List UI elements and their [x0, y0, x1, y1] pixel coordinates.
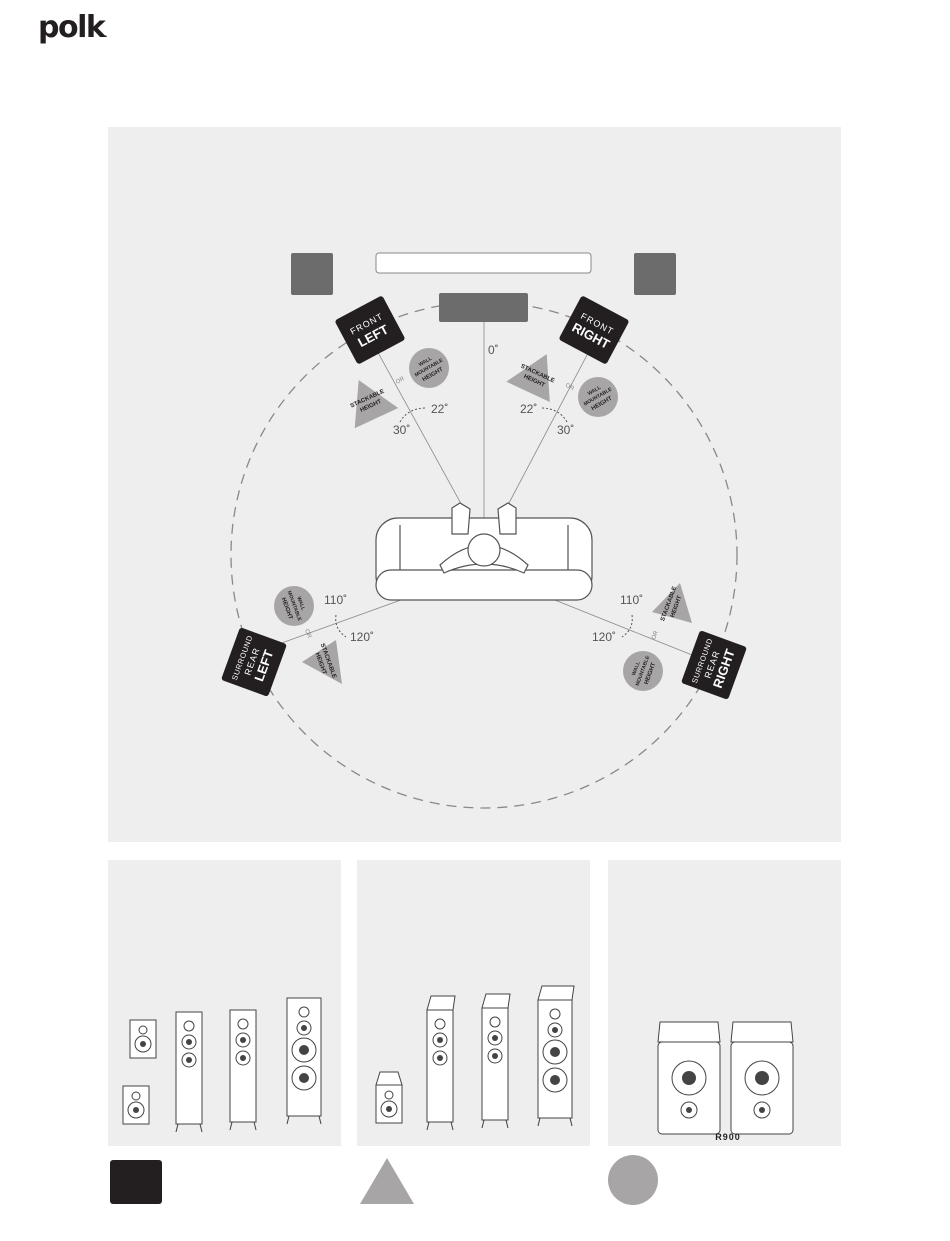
svg-text:120˚: 120˚ — [350, 630, 374, 644]
tv-screen — [376, 253, 591, 273]
svg-text:22˚: 22˚ — [431, 402, 448, 416]
svg-text:30˚: 30˚ — [557, 423, 574, 437]
rear-right-stackable-height: STACKABLE HEIGHT — [652, 583, 692, 625]
rear-left-stackable-height: STACKABLE HEIGHT — [302, 640, 342, 684]
svg-text:110˚: 110˚ — [324, 593, 347, 607]
surround-rear-right-speaker: SURROUND REAR RIGHT — [681, 630, 747, 700]
front-left-speaker: FRONT LEFT — [334, 295, 405, 364]
legend-square-icon — [110, 1160, 162, 1204]
svg-text:110˚: 110˚ — [620, 593, 643, 607]
product-panel-bookshelf-floorstanding — [108, 860, 341, 1146]
surround-rear-left-speaker: SURROUND REAR LEFT — [221, 627, 287, 697]
front-left-height-speaker — [291, 253, 333, 295]
svg-text:120˚: 120˚ — [592, 630, 616, 644]
svg-text:OR: OR — [564, 383, 575, 393]
rear-right-wall-height: WALL MOUNTABLE HEIGHT — [623, 651, 663, 691]
front-right-height-speaker — [634, 253, 676, 295]
svg-text:OR: OR — [651, 630, 660, 641]
svg-text:30˚: 30˚ — [393, 423, 410, 437]
angle-zero: 0˚ — [488, 343, 499, 357]
front-left-stackable-height: STACKABLE HEIGHT — [337, 370, 398, 428]
legend-triangle-icon — [360, 1158, 414, 1206]
front-left-wall-height: WALL MOUNTABLE HEIGHT — [409, 348, 449, 388]
svg-text:OR: OR — [303, 629, 312, 640]
center-speaker — [439, 293, 528, 322]
product-panel-r900 — [608, 860, 841, 1146]
svg-text:22˚: 22˚ — [520, 402, 537, 416]
legend-circle-icon — [608, 1155, 658, 1205]
product-panel-height-capable — [357, 860, 590, 1146]
front-right-speaker: FRONT RIGHT — [558, 295, 629, 364]
front-right-stackable-height: STACKABLE HEIGHT — [506, 344, 567, 402]
front-right-wall-height: WALL MOUNTABLE HEIGHT — [578, 377, 618, 417]
svg-text:OR: OR — [395, 376, 406, 386]
rear-left-wall-height: WALL MOUNTABLE HEIGHT — [274, 586, 314, 626]
